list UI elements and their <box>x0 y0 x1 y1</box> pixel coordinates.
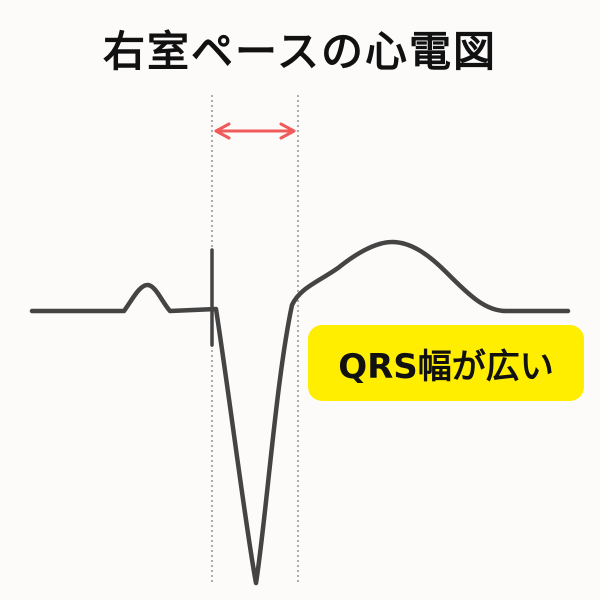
ecg-trace <box>29 239 571 586</box>
callout-text: QRS幅が広い <box>338 346 554 387</box>
qrs-width-callout: QRS幅が広い <box>308 325 584 401</box>
page-title: 右室ペースの心電図 <box>103 27 497 76</box>
double-headed-arrow-icon <box>214 122 296 140</box>
